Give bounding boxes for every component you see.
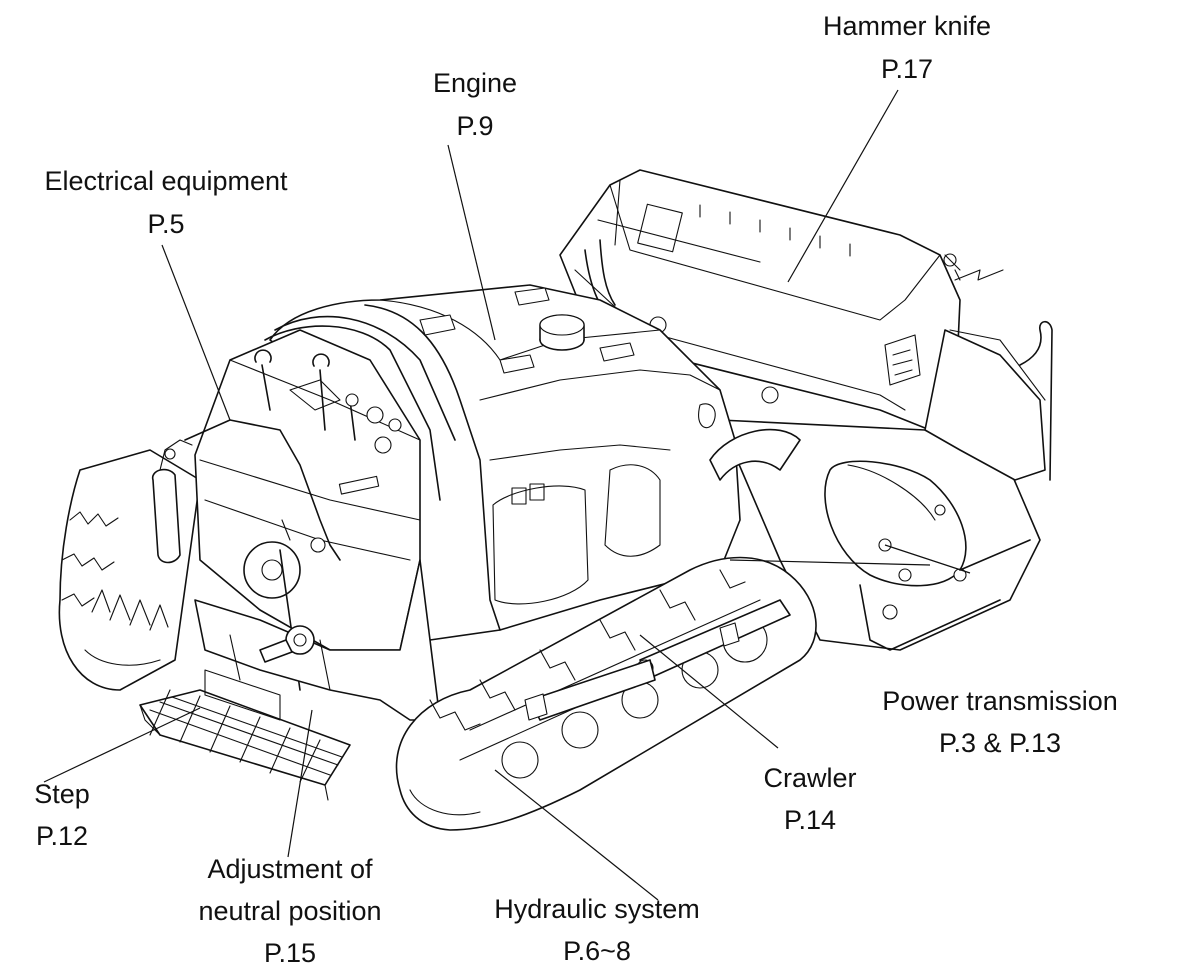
label-step-name: Step	[34, 779, 90, 809]
label-adjustment-name-line1: Adjustment of	[207, 854, 373, 884]
label-crawler-page: P.14	[784, 805, 836, 835]
label-hydraulic-name: Hydraulic system	[494, 894, 700, 924]
right-crawler	[395, 556, 817, 831]
leader-hammer-knife	[787, 89, 899, 283]
label-adjustment-page: P.15	[264, 938, 316, 968]
label-step-page: P.12	[36, 821, 88, 851]
label-adjustment-name-line2: neutral position	[198, 896, 381, 926]
step-platform	[139, 669, 351, 801]
label-electrical-page: P.5	[147, 209, 184, 239]
label-hydraulic-page: P.6~8	[563, 936, 631, 966]
left-crawler	[58, 449, 201, 691]
leader-lines	[43, 89, 971, 901]
label-power-page: P.3 & P.13	[939, 728, 1061, 758]
machine-illustration	[58, 169, 1053, 831]
leader-power-a	[884, 544, 971, 574]
label-electrical-name: Electrical equipment	[44, 166, 288, 196]
operator-console	[184, 315, 456, 721]
leader-step	[43, 707, 201, 783]
fire-extinguisher	[151, 439, 193, 564]
leader-engine	[447, 144, 496, 341]
part-labels: Hammer knife P.17 Engine P.9 Electrical …	[34, 11, 1118, 968]
leader-hydraulic	[494, 769, 659, 901]
label-hammer-knife-page: P.17	[881, 54, 933, 84]
label-engine-page: P.9	[456, 111, 493, 141]
leader-power-b	[729, 559, 931, 566]
label-hammer-knife-name: Hammer knife	[823, 11, 991, 41]
engine-body	[269, 284, 801, 641]
leader-electrical	[161, 244, 231, 421]
leader-crawler	[639, 634, 779, 749]
label-power-name: Power transmission	[882, 686, 1118, 716]
label-crawler-name: Crawler	[763, 763, 856, 793]
leader-adjustment	[287, 709, 313, 858]
label-engine-name: Engine	[433, 68, 517, 98]
